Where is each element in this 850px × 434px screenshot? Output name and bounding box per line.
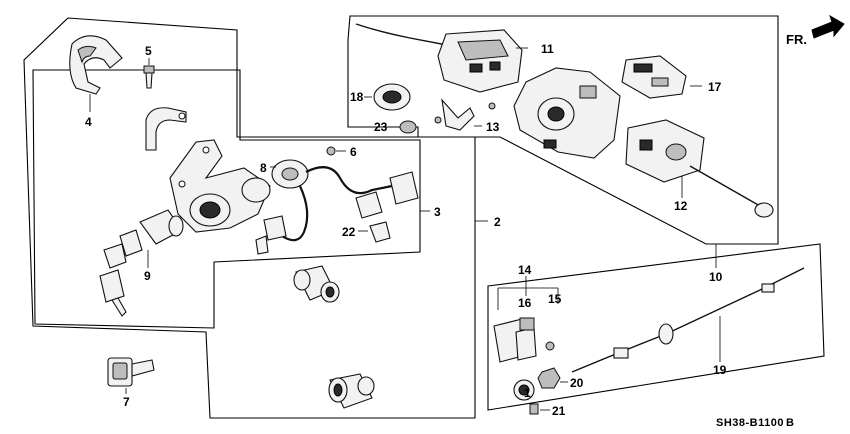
diagram-code-suffix: B (786, 417, 794, 429)
bracket-part-13 (434, 98, 496, 131)
part-label-5: 5 (145, 44, 152, 58)
cylinder-cover-part-4 (69, 35, 123, 112)
harness-clip (255, 235, 269, 255)
clip-part-22 (358, 221, 391, 243)
part-label-23: 23 (374, 120, 388, 134)
frame-cable-19 (487, 243, 825, 411)
part-label-12: 12 (674, 199, 688, 213)
frame-assembly-2 (23, 17, 476, 419)
cable-part-19 (571, 267, 805, 373)
part-label-11: 11 (541, 42, 554, 56)
screw-part-6 (326, 146, 346, 156)
part-label-1: 1 (524, 386, 531, 400)
wiper-switch-part-12 (625, 119, 774, 218)
part-label-2: 2 (494, 215, 501, 229)
part-label-13: 13 (486, 120, 500, 134)
part-label-15: 15 (548, 292, 562, 306)
lock-cylinder-upper (293, 265, 340, 303)
screw-part-5 (143, 58, 155, 89)
diagram-code: SH38-B1100 (716, 417, 784, 429)
part-label-18: 18 (350, 90, 364, 104)
part-label-3: 3 (434, 205, 441, 219)
direction-label: FR. (786, 32, 807, 47)
arrow-right-icon (811, 14, 845, 39)
part-label-22: 22 (342, 225, 356, 239)
part-label-14: 14 (518, 263, 532, 277)
ignition-switch-part-8 (263, 159, 419, 242)
ring-part-18 (364, 83, 411, 111)
key-blank-part-7 (107, 357, 155, 394)
frame-combination-switch-10 (347, 15, 779, 245)
lock-cylinder-lower (328, 373, 375, 409)
part-label-16: 16 (518, 296, 532, 310)
bolt-part-21 (529, 403, 550, 415)
part-label-4: 4 (85, 115, 92, 129)
bracket-assembly-part-14 (493, 276, 559, 363)
frame-assembly-3 (32, 69, 421, 329)
part-label-19: 19 (713, 363, 727, 377)
bushing-part-1 (513, 379, 535, 401)
part-label-8: 8 (260, 161, 267, 175)
part-label-21: 21 (552, 404, 566, 418)
front-direction-indicator: FR. (786, 14, 845, 47)
key-cylinder-part-9 (99, 209, 184, 317)
nut-part-20 (537, 367, 568, 389)
part-label-17: 17 (708, 80, 722, 94)
part-label-9: 9 (144, 269, 151, 283)
steering-lock-body (169, 139, 271, 233)
part-label-7: 7 (123, 395, 130, 409)
part-label-20: 20 (570, 376, 584, 390)
part-label-6: 6 (350, 145, 357, 159)
combination-switch-body (513, 67, 621, 159)
grommet-part-23 (388, 120, 417, 134)
turn-signal-switch-part-11 (355, 23, 528, 93)
column-bracket (145, 107, 187, 151)
part-label-10: 10 (709, 270, 723, 284)
connector-part-17 (621, 55, 702, 99)
